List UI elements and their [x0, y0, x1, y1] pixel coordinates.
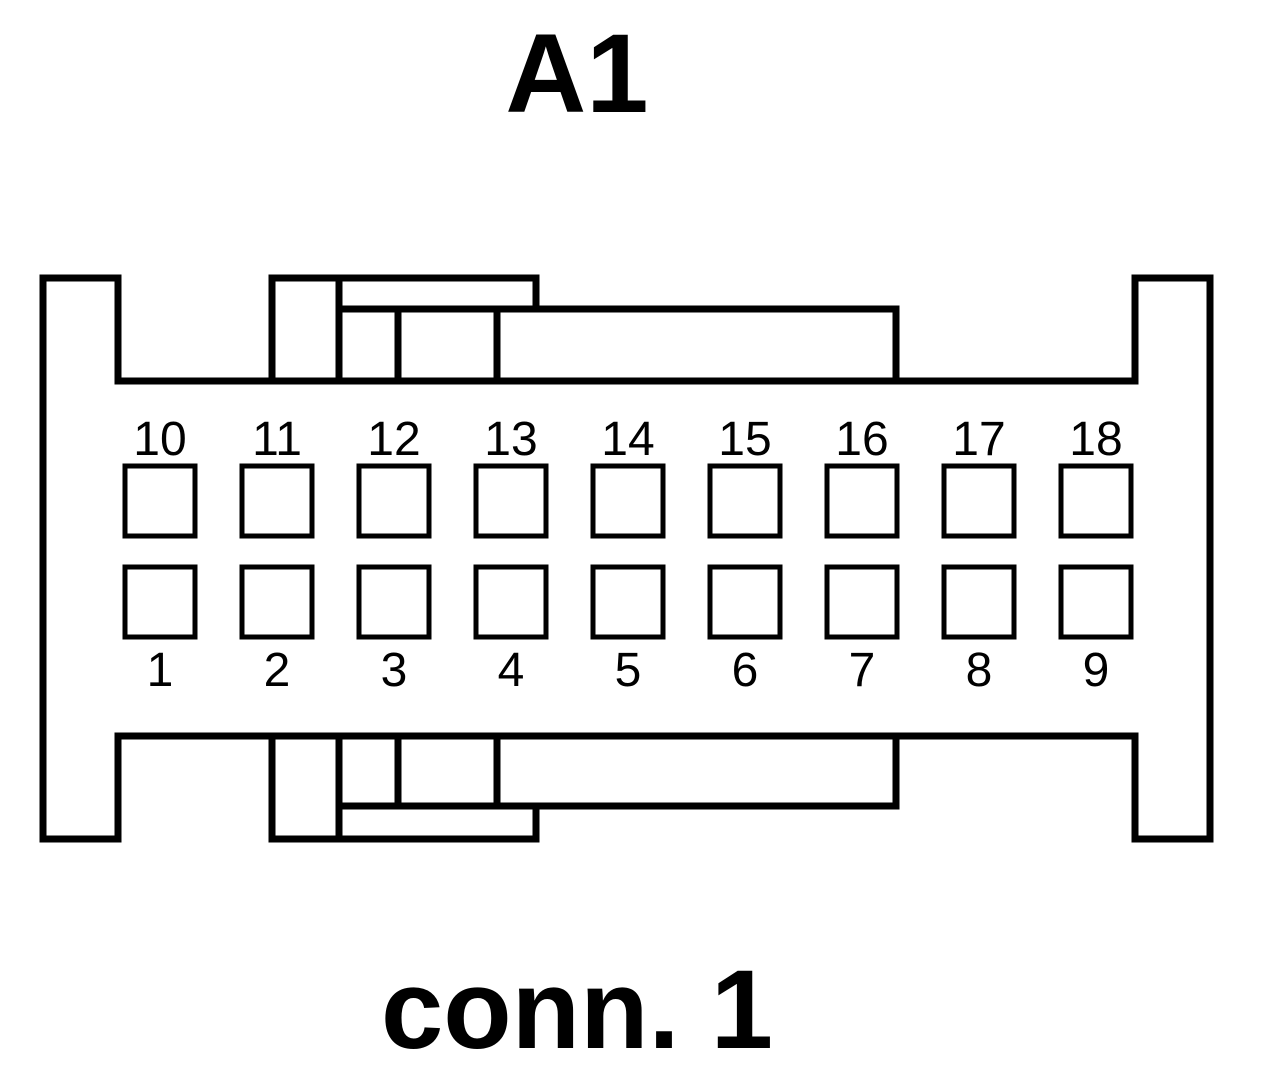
pin-10-cavity — [122, 463, 198, 539]
pin-9-cavity — [1058, 564, 1134, 640]
pin-12-label: 12 — [367, 413, 420, 466]
pin-1-cavity — [122, 564, 198, 640]
pin-17-label: 17 — [952, 413, 1005, 466]
pin-18-label: 18 — [1069, 413, 1122, 466]
pin-11-label: 11 — [252, 413, 302, 466]
pin-13-cavity — [473, 463, 549, 539]
pin-13-label: 13 — [484, 413, 537, 466]
connector-caption: conn. 1 — [381, 947, 773, 1072]
pin-5-label: 5 — [615, 644, 642, 697]
pin-16-label: 16 — [835, 413, 888, 466]
pin-4-label: 4 — [498, 644, 525, 697]
housing-outline — [39, 274, 1214, 843]
pin-3-cavity — [356, 564, 432, 640]
pin-12-cavity — [356, 463, 432, 539]
pin-14-label: 14 — [601, 413, 654, 466]
pin-7-cavity — [824, 564, 900, 640]
connector-housing — [39, 274, 1214, 843]
pin-1-label: 1 — [147, 644, 174, 697]
pin-6-cavity — [707, 564, 783, 640]
pin-10-label: 10 — [133, 413, 186, 466]
pin-14-cavity — [590, 463, 666, 539]
pin-3-label: 3 — [381, 644, 408, 697]
pin-18-cavity — [1058, 463, 1134, 539]
pin-4-cavity — [473, 564, 549, 640]
pin-2-label: 2 — [264, 644, 291, 697]
connector-id-title: A1 — [505, 11, 648, 136]
pin-8-cavity — [941, 564, 1017, 640]
pin-6-label: 6 — [732, 644, 759, 697]
pin-15-cavity — [707, 463, 783, 539]
pin-7-label: 7 — [849, 644, 876, 697]
pin-8-label: 8 — [966, 644, 993, 697]
pin-16-cavity — [824, 463, 900, 539]
pin-17-cavity — [941, 463, 1017, 539]
pin-5-cavity — [590, 564, 666, 640]
pin-15-label: 15 — [718, 413, 771, 466]
pin-11-cavity — [239, 463, 315, 539]
pin-2-cavity — [239, 564, 315, 640]
pin-9-label: 9 — [1083, 644, 1110, 697]
